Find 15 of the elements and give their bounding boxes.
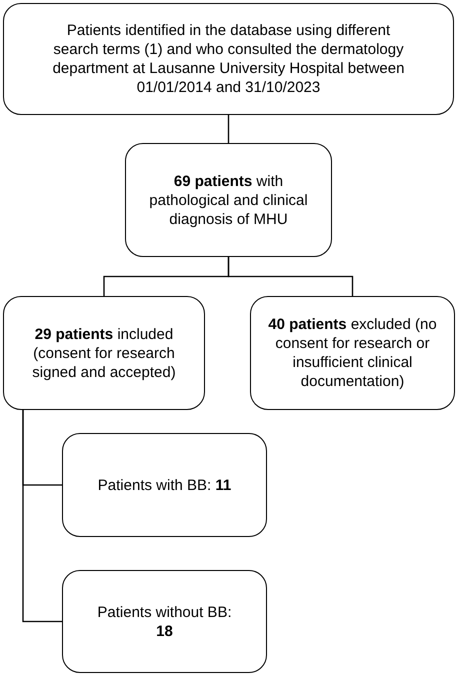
process-box bbox=[250, 296, 455, 410]
process-box bbox=[3, 3, 454, 115]
box-text: 40 patients excluded (no consent for research or insufficient clinical documentation) bbox=[267, 315, 438, 391]
connector-line bbox=[22, 410, 62, 622]
box-text: Patients without BB: 18 bbox=[96, 602, 233, 640]
box-text: 69 patients with pathological and clinical diagnosis of MHU bbox=[148, 172, 309, 228]
connector-line bbox=[228, 257, 354, 296]
process-box bbox=[3, 296, 205, 410]
process-box bbox=[125, 143, 332, 257]
box-text: Patients identified in the database using different search terms (1) and who consulted the dermatology department at Lausanne University Hospital between 01/01/2014 and 31/10/2023 bbox=[52, 21, 405, 97]
connector-line bbox=[228, 115, 230, 143]
process-box bbox=[62, 570, 267, 673]
box-text: Patients with BB: 11 bbox=[98, 476, 232, 494]
process-box bbox=[62, 433, 267, 537]
box-text: 29 patients included (consent for research signed and accepted) bbox=[31, 324, 177, 382]
